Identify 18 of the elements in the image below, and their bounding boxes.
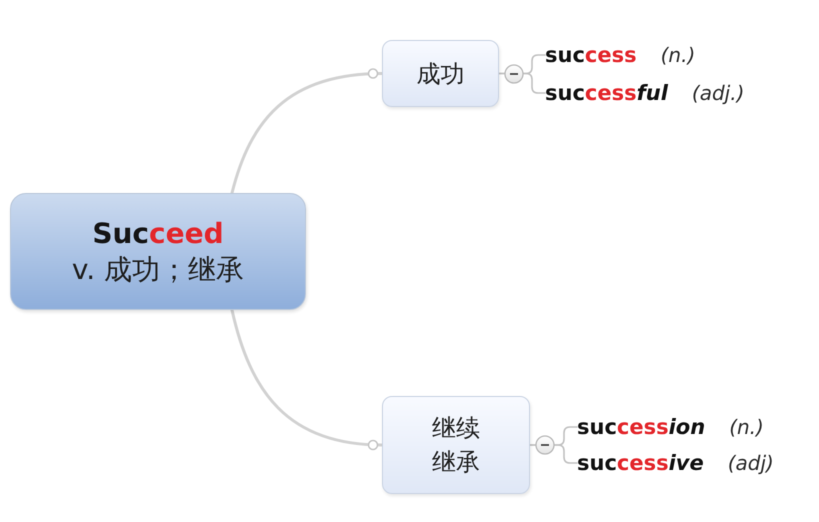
- topic-text: 继续: [432, 413, 480, 443]
- headword: Succeed: [92, 216, 224, 250]
- english-word: success: [545, 42, 637, 68]
- part-of-speech: (adj): [728, 450, 774, 476]
- part-of-speech: (n.): [660, 42, 696, 68]
- part-of-speech: (n.): [729, 414, 764, 440]
- branch-line: [230, 308, 384, 450]
- topic-box: [382, 396, 530, 494]
- english-word: successful: [545, 80, 668, 106]
- branch-line: [230, 68, 384, 194]
- part-of-speech: (adj.): [692, 80, 744, 106]
- definition-text: v. 成功；继承: [72, 252, 244, 286]
- english-word: successive: [577, 450, 704, 476]
- english-word: succession: [577, 414, 706, 440]
- topic-text: 成功: [416, 58, 464, 88]
- topic-box: [382, 40, 499, 107]
- topic-text: 继承: [432, 447, 480, 477]
- root-topic-box: [10, 193, 306, 310]
